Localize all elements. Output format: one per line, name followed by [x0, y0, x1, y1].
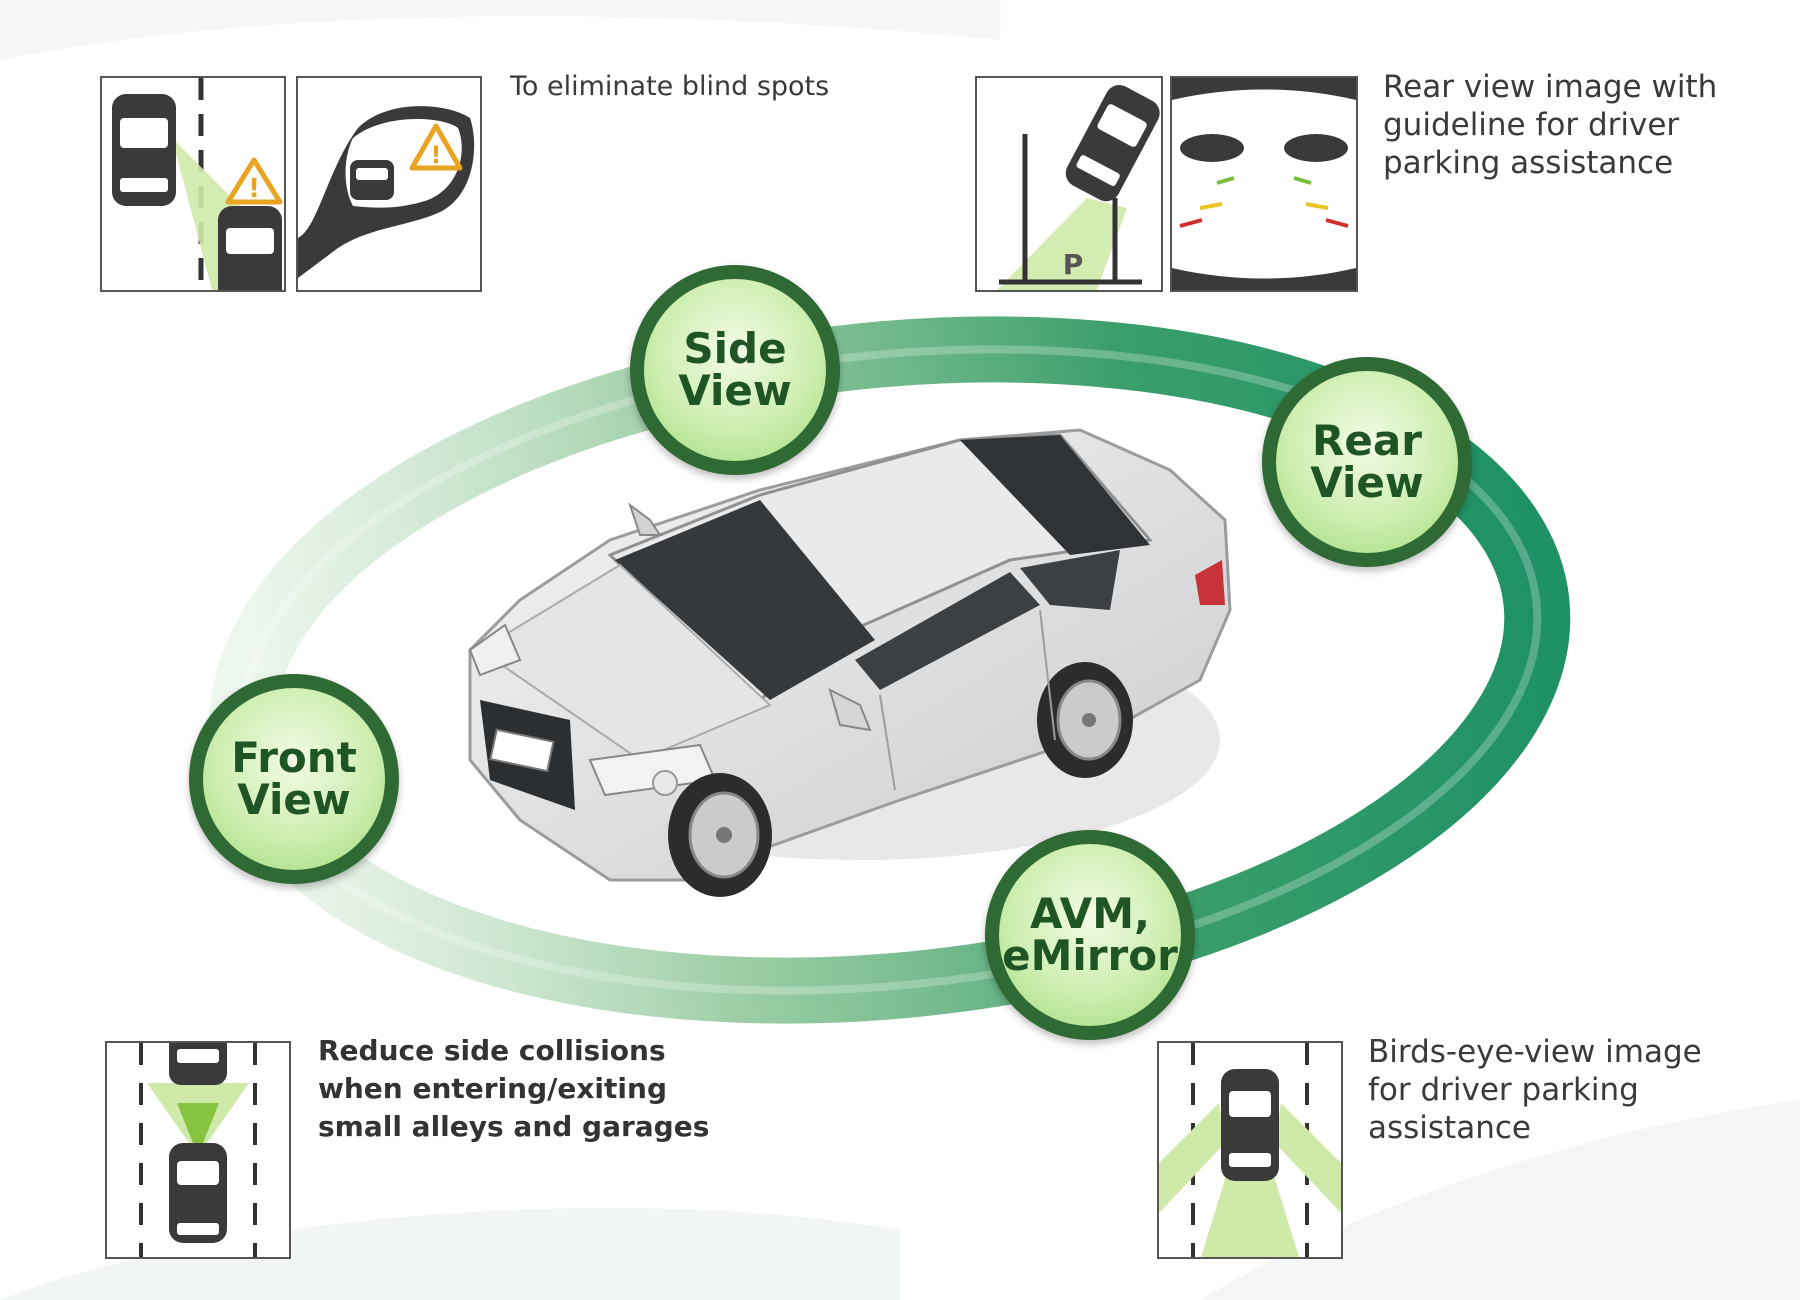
caption-rear-view-line3: parking assistance — [1383, 145, 1674, 181]
car-illustration — [468, 428, 1232, 897]
caption-birds-eye-line2: for driver parking — [1368, 1072, 1639, 1108]
side-mirror-icon: ! — [298, 106, 475, 278]
rear-camera-view-icon — [1172, 78, 1356, 290]
avm-line2: eMirror — [1002, 931, 1178, 980]
avm-emirror-bubble: AVM,eMirror — [985, 830, 1195, 1040]
front-view-line1: Front — [231, 733, 357, 782]
caption-rear-view-line1: Rear view image with — [1383, 69, 1718, 105]
side-view-line1: Side — [683, 324, 787, 373]
caption-side-collisions: Reduce side collisions when entering/exi… — [318, 1032, 709, 1146]
rear-parking-panel: P — [975, 76, 1163, 292]
rear-view-line1: Rear — [1312, 416, 1422, 465]
rear-wheel — [1037, 662, 1133, 778]
parking-car-icon: P — [997, 85, 1160, 290]
rear-view-line2: View — [1310, 458, 1424, 507]
caption-birds-eye-line3: assistance — [1368, 1110, 1531, 1146]
front-wheel — [668, 773, 772, 897]
caption-birds-eye: Birds-eye-view image for driver parking … — [1368, 1033, 1702, 1147]
caption-side-collisions-line1: Reduce side collisions — [318, 1034, 666, 1067]
caption-side-collisions-line2: when entering/exiting — [318, 1072, 667, 1105]
svg-text:!: ! — [248, 174, 260, 204]
blind-spot-panel-mirror: ! — [296, 76, 482, 292]
caption-birds-eye-line1: Birds-eye-view image — [1368, 1034, 1702, 1070]
caption-rear-view-line2: guideline for driver — [1383, 107, 1680, 143]
rear-camera-panel — [1170, 76, 1358, 292]
birds-eye-panel — [1157, 1041, 1343, 1259]
caption-rear-view: Rear view image with guideline for drive… — [1383, 68, 1717, 182]
caption-blind-spots: To eliminate blind spots — [510, 71, 830, 102]
avm-line1: AVM, — [1030, 889, 1150, 938]
blind-spot-cars-icon: ! — [112, 78, 283, 290]
blind-spot-panel-cars: ! — [100, 76, 286, 292]
front-view-panel — [105, 1041, 291, 1259]
parking-sign: P — [1063, 248, 1084, 281]
svg-text:!: ! — [431, 141, 442, 169]
birds-eye-car-icon — [1159, 1043, 1341, 1257]
side-view-line2: View — [678, 366, 792, 415]
caption-side-collisions-line3: small alleys and garages — [318, 1110, 710, 1143]
front-view-cars-icon — [139, 1043, 257, 1257]
front-view-line2: View — [237, 775, 351, 824]
